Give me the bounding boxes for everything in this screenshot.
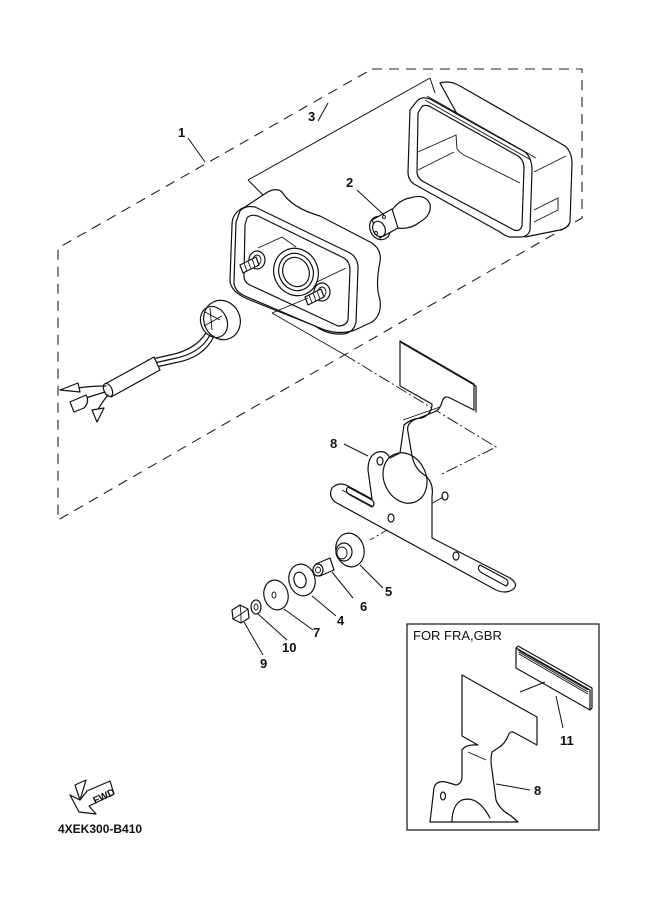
callout-6-label: 6	[360, 599, 367, 614]
alignment-line	[344, 354, 497, 475]
license-bracket	[329, 340, 517, 593]
nut	[231, 604, 250, 624]
callout-3-label: 3	[308, 109, 315, 124]
callout-1[interactable]: 1	[178, 125, 206, 163]
spring-washer	[250, 599, 262, 615]
callout-5[interactable]: 5	[359, 564, 392, 599]
callout-9[interactable]: 9	[243, 621, 267, 671]
callout-8-label: 8	[330, 436, 337, 451]
stud-left	[239, 250, 266, 274]
drawing-code: 4XEK300-B410	[58, 822, 142, 836]
inset-bracket	[429, 674, 538, 823]
socket-harness	[59, 299, 241, 423]
callout-10-label: 10	[282, 640, 296, 655]
callout-2-label: 2	[346, 175, 353, 190]
callout-5-label: 5	[385, 584, 392, 599]
stud-right	[304, 282, 331, 306]
callout-11-label: 11	[560, 733, 574, 748]
callout-10[interactable]: 10	[257, 613, 296, 655]
callout-9-label: 9	[260, 656, 267, 671]
bulb	[369, 195, 431, 241]
callout-6[interactable]: 6	[331, 571, 367, 614]
callout-1-label: 1	[178, 125, 185, 140]
plate-washer	[263, 579, 289, 611]
assembly-boundary	[57, 68, 583, 521]
callout-2[interactable]: 2	[346, 175, 385, 216]
callout-11[interactable]: 11	[519, 681, 574, 748]
callout-4-label: 4	[337, 613, 345, 628]
callout-3[interactable]: 3	[247, 77, 436, 196]
callout-8[interactable]: 8	[330, 436, 369, 457]
callout-4[interactable]: 4	[311, 595, 345, 628]
inset-label: FOR FRA,GBR	[413, 628, 502, 643]
callout-7-label: 7	[313, 625, 320, 640]
light-body	[229, 189, 381, 356]
callout-7[interactable]: 7	[283, 608, 320, 640]
fwd-arrow-icon: FWD	[69, 779, 117, 815]
lens-housing	[407, 81, 573, 238]
callout-8-inset[interactable]: 8	[495, 783, 541, 798]
inset-box: FOR FRA,GBR	[406, 623, 600, 831]
washer-large	[288, 563, 316, 597]
callout-8-inset-label: 8	[534, 783, 541, 798]
collar	[312, 557, 335, 577]
damper	[335, 532, 365, 568]
